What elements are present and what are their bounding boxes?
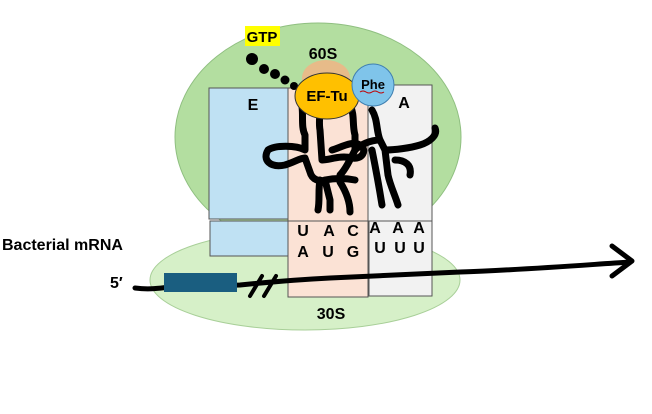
a-site-label: A <box>398 95 410 112</box>
phe-label: Phe <box>361 77 385 92</box>
a-anticodon-1: A <box>369 220 381 237</box>
gtp-highlight <box>245 26 280 46</box>
mrna-arrowhead <box>609 243 635 279</box>
e-site-label: E <box>248 97 259 114</box>
a-codon-3: U <box>413 240 425 257</box>
p-site-lower-box <box>287 220 369 298</box>
a-site-lower-box <box>368 220 433 297</box>
large-subunit-label: 60S <box>309 46 338 63</box>
ef-tu-label: EF-Tu <box>306 88 347 105</box>
p-codon-3: G <box>347 244 359 261</box>
a-codon-1: U <box>374 240 386 257</box>
p-codon-2: U <box>322 244 334 261</box>
e-site-box <box>208 87 290 220</box>
a-site-trna <box>336 101 440 209</box>
gtp-chain <box>246 53 298 90</box>
p-site-bases: U A C A U G <box>297 223 359 261</box>
small-subunit-label: 30S <box>317 306 346 323</box>
e-site-lower-box <box>209 220 289 257</box>
a-site-bases: A A A U U U <box>369 220 425 257</box>
a-anticodon-3: A <box>413 220 425 237</box>
phe-underline-squiggle <box>359 90 385 94</box>
p-anticodon-2: A <box>323 223 335 240</box>
phe-amino-acid <box>351 63 395 107</box>
mrna-title: Bacterial mRNA <box>2 237 123 254</box>
p-codon-1: A <box>297 244 309 261</box>
gtp-label: GTP <box>247 29 278 46</box>
five-prime-label: 5′ <box>110 275 123 292</box>
p-anticodon-1: U <box>297 223 309 240</box>
a-codon-2: U <box>394 240 406 257</box>
a-anticodon-2: A <box>392 220 404 237</box>
mrna-sequence-block <box>164 273 237 292</box>
p-anticodon-3: C <box>347 223 359 240</box>
mrna-break-marks <box>248 274 278 298</box>
